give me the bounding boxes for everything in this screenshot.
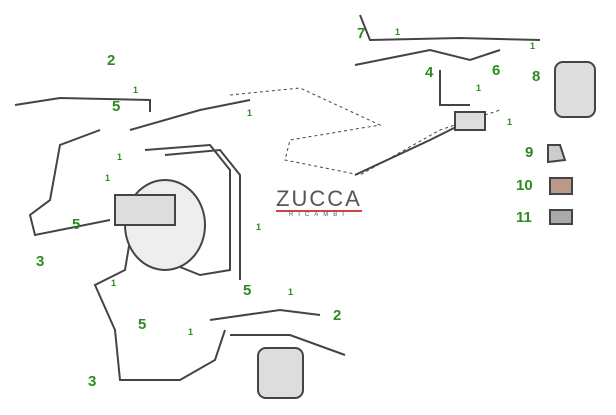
pipe-top-right — [359, 14, 541, 42]
pipe-center-loops — [144, 143, 231, 277]
qty-label: 1 — [247, 108, 253, 118]
callout: 6 — [492, 62, 501, 79]
master-cylinder — [114, 194, 176, 226]
qty-label: 1 — [133, 85, 139, 95]
part-11-bolt — [549, 209, 573, 225]
qty-label: 1 — [105, 173, 111, 183]
pipe-top-right-2 — [354, 48, 501, 66]
logo-name: ZUCCA — [276, 186, 362, 212]
callout: 11 — [516, 209, 532, 226]
callout: 7 — [357, 25, 366, 42]
callout: 3 — [36, 253, 45, 270]
qty-label: 1 — [117, 152, 123, 162]
callout: 3 — [88, 373, 97, 390]
pipe-left-loop — [28, 129, 111, 237]
qty-label: 1 — [111, 278, 117, 288]
callout: 2 — [107, 52, 116, 69]
callout: 5 — [243, 282, 252, 299]
callout: 8 — [532, 68, 541, 85]
pipe-right-hose — [354, 124, 461, 176]
pipe-upper-left — [14, 96, 151, 112]
callout: 5 — [138, 316, 147, 333]
qty-label: 1 — [288, 287, 294, 297]
callout: 9 — [525, 144, 534, 161]
qty-label: 1 — [530, 41, 536, 51]
callout: 5 — [112, 98, 121, 115]
pipe-lower-right — [209, 308, 321, 321]
pipe-right-mid — [439, 70, 470, 106]
callout: 4 — [425, 64, 434, 81]
qty-label: 1 — [507, 117, 513, 127]
callout: 2 — [333, 307, 342, 324]
proportioning-valve — [454, 111, 486, 131]
caliper-right — [554, 61, 596, 118]
pipe-center-loops-2 — [164, 148, 241, 280]
qty-label: 1 — [395, 27, 401, 37]
qty-label: 1 — [476, 83, 482, 93]
callout: 10 — [516, 177, 533, 194]
dashed-route — [229, 87, 501, 176]
pipe-center-long — [129, 99, 251, 131]
qty-label: 1 — [188, 327, 194, 337]
part-10-fitting — [549, 177, 573, 195]
callout: 5 — [72, 216, 81, 233]
pipe-lower — [93, 239, 226, 381]
logo-sub: RICAMBI — [288, 212, 349, 218]
pipe-lower-hose — [230, 334, 346, 356]
qty-label: 1 — [256, 222, 262, 232]
zucca-logo: ZUCCA RICAMBI — [276, 188, 362, 218]
part-9-nut — [547, 144, 567, 164]
caliper-lower — [257, 347, 304, 399]
